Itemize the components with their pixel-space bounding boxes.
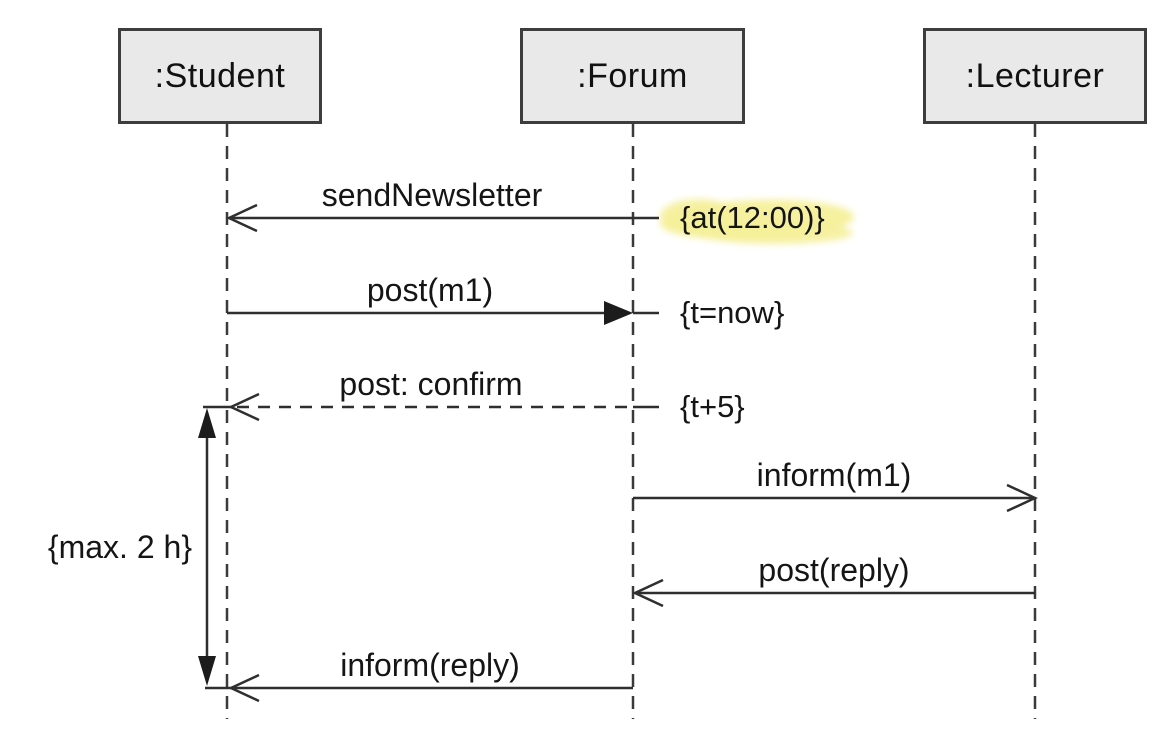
- message-label-post-reply: post(reply): [758, 552, 910, 588]
- highlight-ellipse: [660, 199, 854, 244]
- actor-box-forum: :Forum: [520, 28, 745, 124]
- duration-constraint-arrow: [198, 408, 216, 686]
- message-arrow-send-newsletter: [226, 203, 659, 233]
- actor-label-forum: :Forum: [577, 56, 688, 95]
- message-label-send-newsletter: sendNewsletter: [321, 177, 543, 213]
- actor-box-lecturer: :Lecturer: [923, 28, 1147, 124]
- message-arrow-inform-reply: [205, 673, 633, 703]
- actor-box-student: :Student: [118, 28, 322, 124]
- message-arrow-post-m1: [227, 301, 659, 325]
- actor-label-student: :Student: [154, 56, 286, 95]
- message-arrow-inform-m1: [633, 483, 1038, 513]
- time-annotation-at-12-00: {at(12:00)}: [680, 200, 825, 235]
- message-arrow-post-confirm: [203, 392, 659, 422]
- message-label-inform-reply: inform(reply): [340, 647, 520, 683]
- message-label-inform-m1: inform(m1): [756, 457, 912, 493]
- actor-label-lecturer: :Lecturer: [965, 56, 1105, 95]
- duration-constraint-label: {max. 2 h}: [47, 529, 192, 565]
- message-arrow-post-reply: [632, 578, 1035, 608]
- message-label-post-confirm: post: confirm: [339, 366, 523, 402]
- time-annotation-t-plus-5: {t+5}: [680, 389, 745, 424]
- message-label-post-m1: post(m1): [366, 272, 494, 308]
- time-annotation-t-now: {t=now}: [680, 295, 785, 330]
